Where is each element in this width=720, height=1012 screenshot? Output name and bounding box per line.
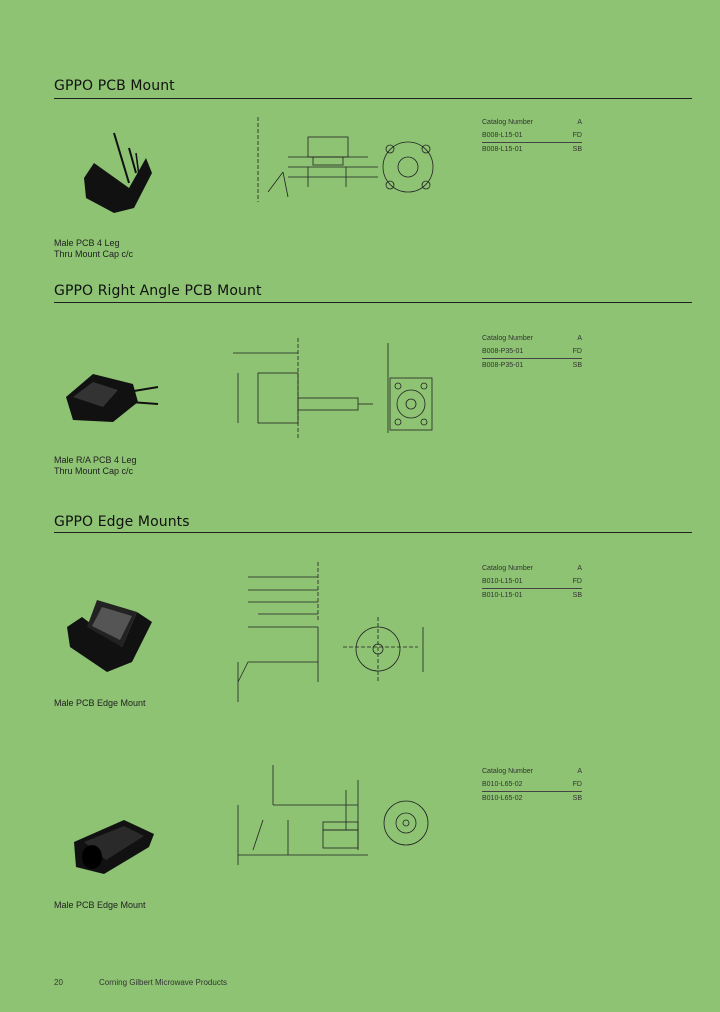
caption: Male PCB Edge Mount — [54, 698, 146, 708]
table-header: Catalog Number A — [482, 334, 582, 342]
catalog-table: Catalog Number A B010-L65-02 FD B010-L65… — [482, 764, 582, 805]
catalog-table: Catalog Number A B008-L15-01 FD B008-L15… — [482, 115, 582, 156]
section-divider — [54, 302, 692, 303]
table-row: B010-L15-01 FD — [482, 575, 582, 589]
dimension-drawing — [233, 338, 433, 438]
page-number: 20 — [54, 978, 63, 987]
caption: Male PCB 4 Leg Thru Mount Cap c/c — [54, 238, 134, 259]
table-header: Catalog Number A — [482, 118, 582, 126]
section-title-pcb-mount: GPPO PCB Mount — [54, 78, 175, 94]
table-header: Catalog Number A — [482, 564, 582, 572]
catalog-table: Catalog Number A B008-P35-01 FD B008-P35… — [482, 331, 582, 372]
section-title-right-angle: GPPO Right Angle PCB Mount — [54, 283, 262, 299]
section-divider — [54, 532, 692, 533]
caption: Male R/A PCB 4 Leg Thru Mount Cap c/c — [54, 455, 137, 476]
caption: Male PCB Edge Mount — [54, 900, 146, 910]
dimension-drawing — [237, 562, 424, 702]
connector-photo — [74, 820, 154, 874]
table-row: B008-L15-01 FD — [482, 129, 582, 143]
table-row: B010-L15-01 SB — [482, 592, 582, 599]
dimension-drawing — [237, 765, 429, 865]
table-row: B010-L65-02 SB — [482, 795, 582, 802]
table-header: Catalog Number A — [482, 767, 582, 775]
connector-photo — [66, 374, 159, 422]
section-divider — [54, 98, 692, 99]
connector-photo — [67, 600, 152, 672]
table-row: B010-L65-02 FD — [482, 778, 582, 792]
footer-text: Corning Gilbert Microwave Products — [99, 978, 228, 987]
connector-photo — [84, 132, 152, 213]
table-row: B008-P35-01 FD — [482, 345, 582, 359]
table-row: B008-L15-01 SB — [482, 146, 582, 153]
catalog-table: Catalog Number A B010-L15-01 FD B010-L15… — [482, 561, 582, 602]
dimension-drawing — [257, 117, 434, 202]
table-row: B008-P35-01 SB — [482, 362, 582, 369]
section-title-edge-mounts: GPPO Edge Mounts — [54, 514, 190, 530]
